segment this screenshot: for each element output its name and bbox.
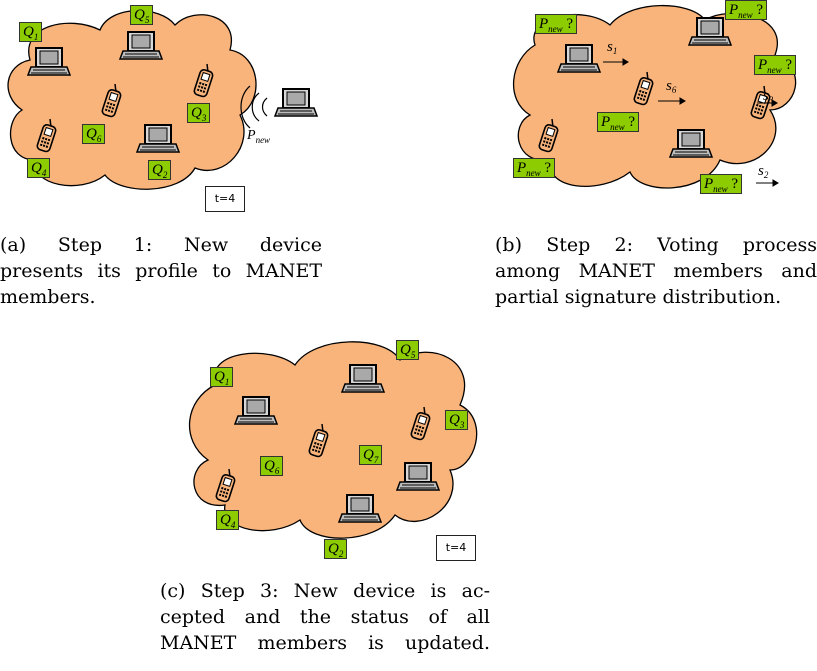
caption-a: (a) Step 1: New device presents its prof… <box>0 234 322 308</box>
label-q4: Q4 <box>216 510 240 530</box>
label-q6: Q6 <box>82 124 106 144</box>
wireless-signal-icon <box>240 85 268 129</box>
panel-c-diagram <box>188 341 478 539</box>
new-profile-label: Pnew <box>247 128 271 145</box>
label-q2: Q2 <box>324 539 348 559</box>
panel-b-diagram <box>513 4 797 189</box>
signature-s3: s3 <box>763 88 774 105</box>
signature-s2: s2 <box>758 163 769 180</box>
label-q3: Q3 <box>187 103 211 123</box>
panel-b: Pnew ? Pnew ? Pnew ? Pnew ? Pnew ? Pnew … <box>490 0 817 320</box>
time-box: t=4 <box>205 186 245 212</box>
caption-b: (b) Step 2: Voting process among MANET m… <box>495 234 817 308</box>
panel-c: Q1 Q5 Q3 Q7 Q6 Q4 Q2 t=4 (c) Step 3: New… <box>160 330 490 671</box>
profile-vote-label: Pnew ? <box>754 55 797 75</box>
label-q1: Q1 <box>19 22 43 42</box>
profile-vote-label: Pnew ? <box>725 0 768 20</box>
profile-vote-label: Pnew ? <box>700 174 743 194</box>
label-q6: Q6 <box>260 456 284 476</box>
label-q5: Q5 <box>396 340 420 360</box>
profile-vote-label: Pnew ? <box>535 14 578 34</box>
time-box: t=4 <box>436 535 476 561</box>
label-q1: Q1 <box>210 367 234 387</box>
label-q4: Q4 <box>27 158 51 178</box>
caption-c: (c) Step 3: New device is ac- cepted and… <box>160 580 490 654</box>
label-q2: Q2 <box>148 160 172 180</box>
label-q3: Q3 <box>445 410 469 430</box>
label-q5: Q5 <box>130 5 154 25</box>
new-device-laptop-icon <box>274 88 318 117</box>
label-q7: Q7 <box>359 445 383 465</box>
panel-a: Q1 Q5 Q3 Q6 Q4 Q2 Pnew t=4 (a) Step 1: N… <box>0 0 330 320</box>
signature-arrows <box>603 58 779 187</box>
signature-s6: s6 <box>666 78 677 95</box>
signature-s1: s1 <box>607 39 618 56</box>
profile-vote-label: Pnew ? <box>597 112 640 132</box>
panel-a-diagram <box>7 9 318 190</box>
profile-vote-label: Pnew ? <box>513 158 556 178</box>
